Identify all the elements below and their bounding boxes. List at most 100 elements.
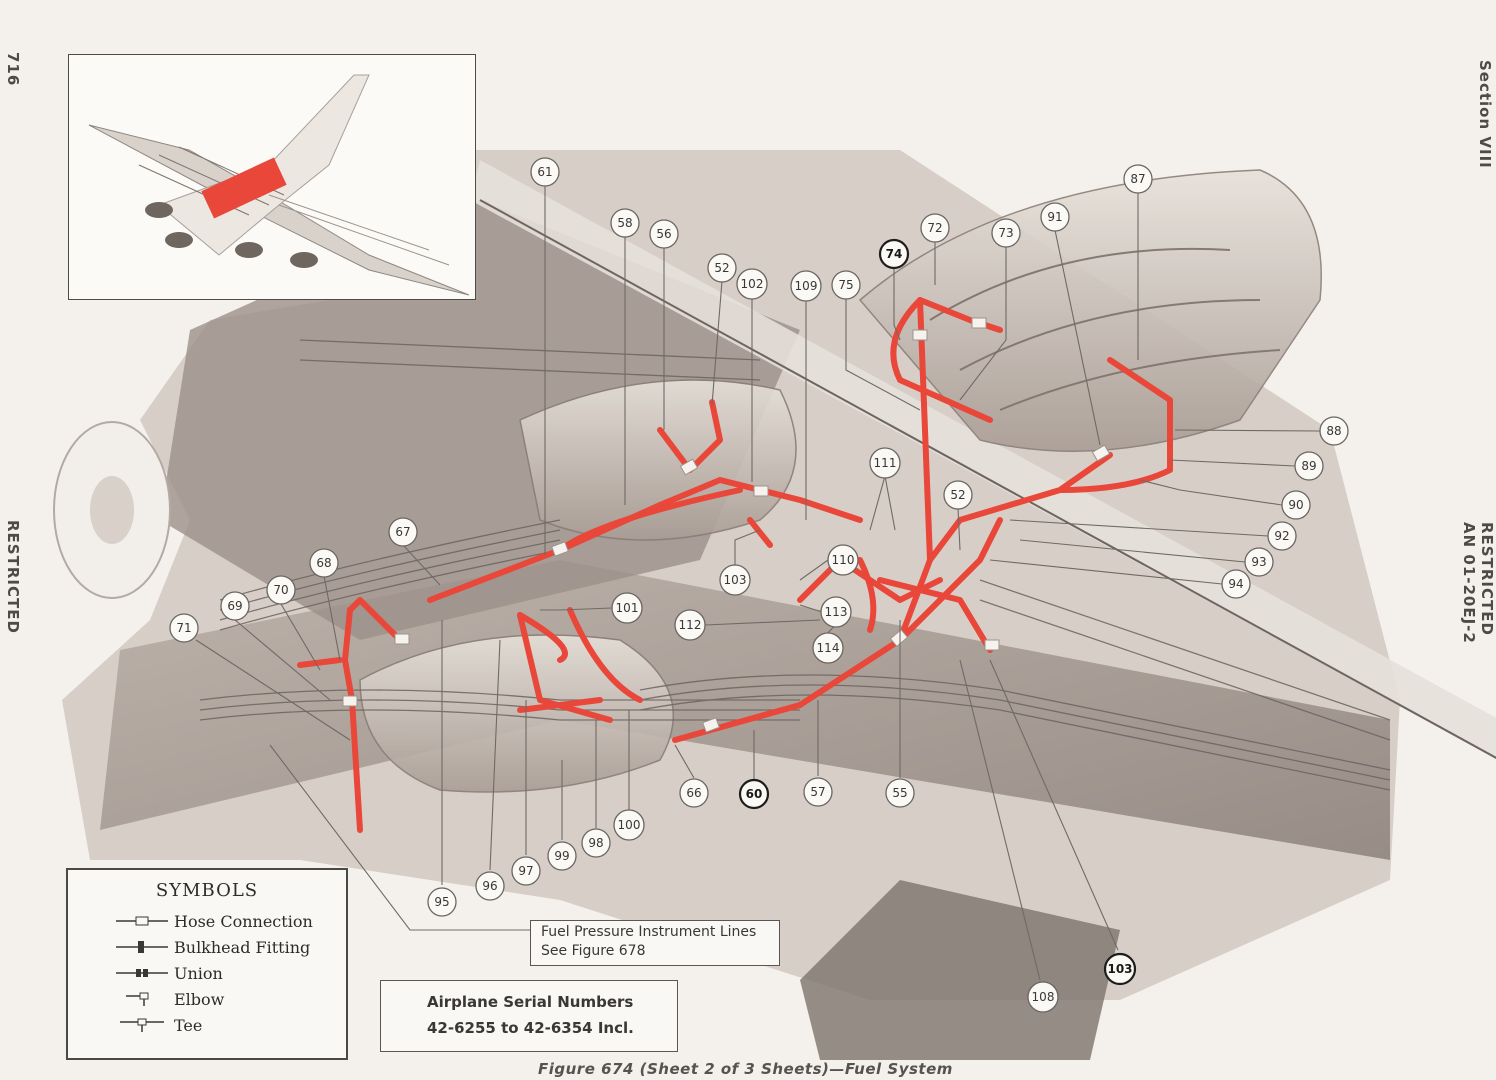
callout-114: 114 <box>812 632 844 664</box>
bulkhead-fitting-icon <box>116 941 168 953</box>
callout-61: 61 <box>530 157 560 187</box>
callout-88: 88 <box>1319 416 1349 446</box>
svg-text:68: 68 <box>316 556 331 570</box>
callout-67: 67 <box>388 517 418 547</box>
instrument-lines-note: Fuel Pressure Instrument Lines See Figur… <box>530 920 780 966</box>
callout-93: 93 <box>1244 547 1274 577</box>
callout-110: 110 <box>827 544 859 576</box>
svg-text:94: 94 <box>1228 577 1243 591</box>
serials-line-2: 42-6255 to 42-6354 Incl. <box>427 1019 634 1037</box>
callout-95: 95 <box>427 887 457 917</box>
callout-96: 96 <box>475 871 505 901</box>
hose-connections <box>342 317 1111 733</box>
callout-75: 75 <box>831 270 861 300</box>
svg-text:93: 93 <box>1251 555 1266 569</box>
serial-numbers-box: Airplane Serial Numbers 42-6255 to 42-63… <box>380 980 678 1052</box>
symbol-label: Elbow <box>174 989 225 1009</box>
hose-connection-icon <box>116 916 168 926</box>
svg-text:99: 99 <box>554 849 569 863</box>
svg-text:114: 114 <box>817 641 840 655</box>
wing-structure <box>53 150 1496 1060</box>
svg-text:108: 108 <box>1032 990 1055 1004</box>
callout-71: 71 <box>169 613 199 643</box>
callout-91: 91 <box>1040 202 1070 232</box>
callout-90: 90 <box>1281 490 1311 520</box>
symbol-label: Union <box>174 963 223 983</box>
note-line-1: Fuel Pressure Instrument Lines <box>541 924 757 940</box>
serials-line-1: Airplane Serial Numbers <box>427 993 634 1011</box>
svg-text:70: 70 <box>273 583 288 597</box>
callout-103: 103 <box>719 564 751 596</box>
svg-text:89: 89 <box>1301 459 1316 473</box>
callout-70: 70 <box>266 575 296 605</box>
callout-111: 111 <box>869 447 901 479</box>
callout-108: 108 <box>1027 981 1059 1013</box>
svg-text:87: 87 <box>1130 172 1145 186</box>
callout-87: 87 <box>1123 164 1153 194</box>
svg-text:56: 56 <box>656 227 671 241</box>
callout-101: 101 <box>611 592 643 624</box>
svg-text:103: 103 <box>1107 962 1132 976</box>
note-line-2: See Figure 678 <box>541 943 646 959</box>
svg-text:73: 73 <box>998 226 1013 240</box>
svg-text:91: 91 <box>1047 210 1062 224</box>
airplane-locator-icon <box>88 74 470 296</box>
svg-text:110: 110 <box>832 553 855 567</box>
svg-text:102: 102 <box>741 277 764 291</box>
svg-text:95: 95 <box>434 895 449 909</box>
svg-text:88: 88 <box>1326 424 1341 438</box>
symbol-row-tee: Tee <box>116 1014 202 1036</box>
callout-74: 74 <box>878 238 910 270</box>
fuel-lines <box>297 297 1173 833</box>
callout-60: 60 <box>738 778 770 810</box>
svg-text:67: 67 <box>395 525 410 539</box>
svg-text:109: 109 <box>795 279 818 293</box>
callout-103b: 103 <box>1103 952 1137 986</box>
svg-text:92: 92 <box>1274 529 1289 543</box>
svg-text:74: 74 <box>886 247 903 261</box>
svg-text:61: 61 <box>537 165 552 179</box>
callout-113: 113 <box>820 596 852 628</box>
symbol-label: Bulkhead Fitting <box>174 937 311 957</box>
svg-text:75: 75 <box>838 278 853 292</box>
callout-99: 99 <box>547 841 577 871</box>
symbol-row-hose: Hose Connection <box>116 910 313 932</box>
callout-89: 89 <box>1294 451 1324 481</box>
symbol-row-elbow: Elbow <box>116 988 224 1010</box>
callout-98: 98 <box>581 828 611 858</box>
callout-100: 100 <box>613 809 645 841</box>
symbol-row-bulkhead: Bulkhead Fitting <box>116 936 310 958</box>
svg-text:60: 60 <box>746 787 763 801</box>
symbol-label: Tee <box>174 1015 203 1035</box>
callout-58: 58 <box>610 208 640 238</box>
callout-94: 94 <box>1221 569 1251 599</box>
svg-text:103: 103 <box>724 573 747 587</box>
callout-group: 61 58 56 52 102 109 75 74 72 73 91 87 88… <box>169 157 1349 1013</box>
svg-text:111: 111 <box>874 456 897 470</box>
symbol-label: Hose Connection <box>174 911 313 931</box>
svg-text:98: 98 <box>588 836 603 850</box>
callout-55: 55 <box>885 778 915 808</box>
callout-69: 69 <box>220 591 250 621</box>
svg-text:66: 66 <box>686 786 701 800</box>
callout-52: 52 <box>707 253 737 283</box>
svg-text:90: 90 <box>1288 498 1303 512</box>
svg-text:57: 57 <box>810 785 825 799</box>
callout-56: 56 <box>649 219 679 249</box>
svg-text:72: 72 <box>927 221 942 235</box>
leader-lines <box>195 183 1321 981</box>
svg-text:112: 112 <box>679 618 702 632</box>
callout-102: 102 <box>736 268 768 300</box>
figure-caption: Figure 674 (Sheet 2 of 3 Sheets)—Fuel Sy… <box>538 1060 953 1078</box>
callout-66: 66 <box>679 778 709 808</box>
svg-text:100: 100 <box>618 818 641 832</box>
symbols-title: SYMBOLS <box>155 880 259 901</box>
svg-text:97: 97 <box>518 864 533 878</box>
callout-97: 97 <box>511 856 541 886</box>
elbow-icon <box>126 992 149 1006</box>
svg-text:55: 55 <box>892 786 907 800</box>
union-icon <box>116 969 168 977</box>
svg-text:52: 52 <box>714 261 729 275</box>
callout-72: 72 <box>920 213 950 243</box>
